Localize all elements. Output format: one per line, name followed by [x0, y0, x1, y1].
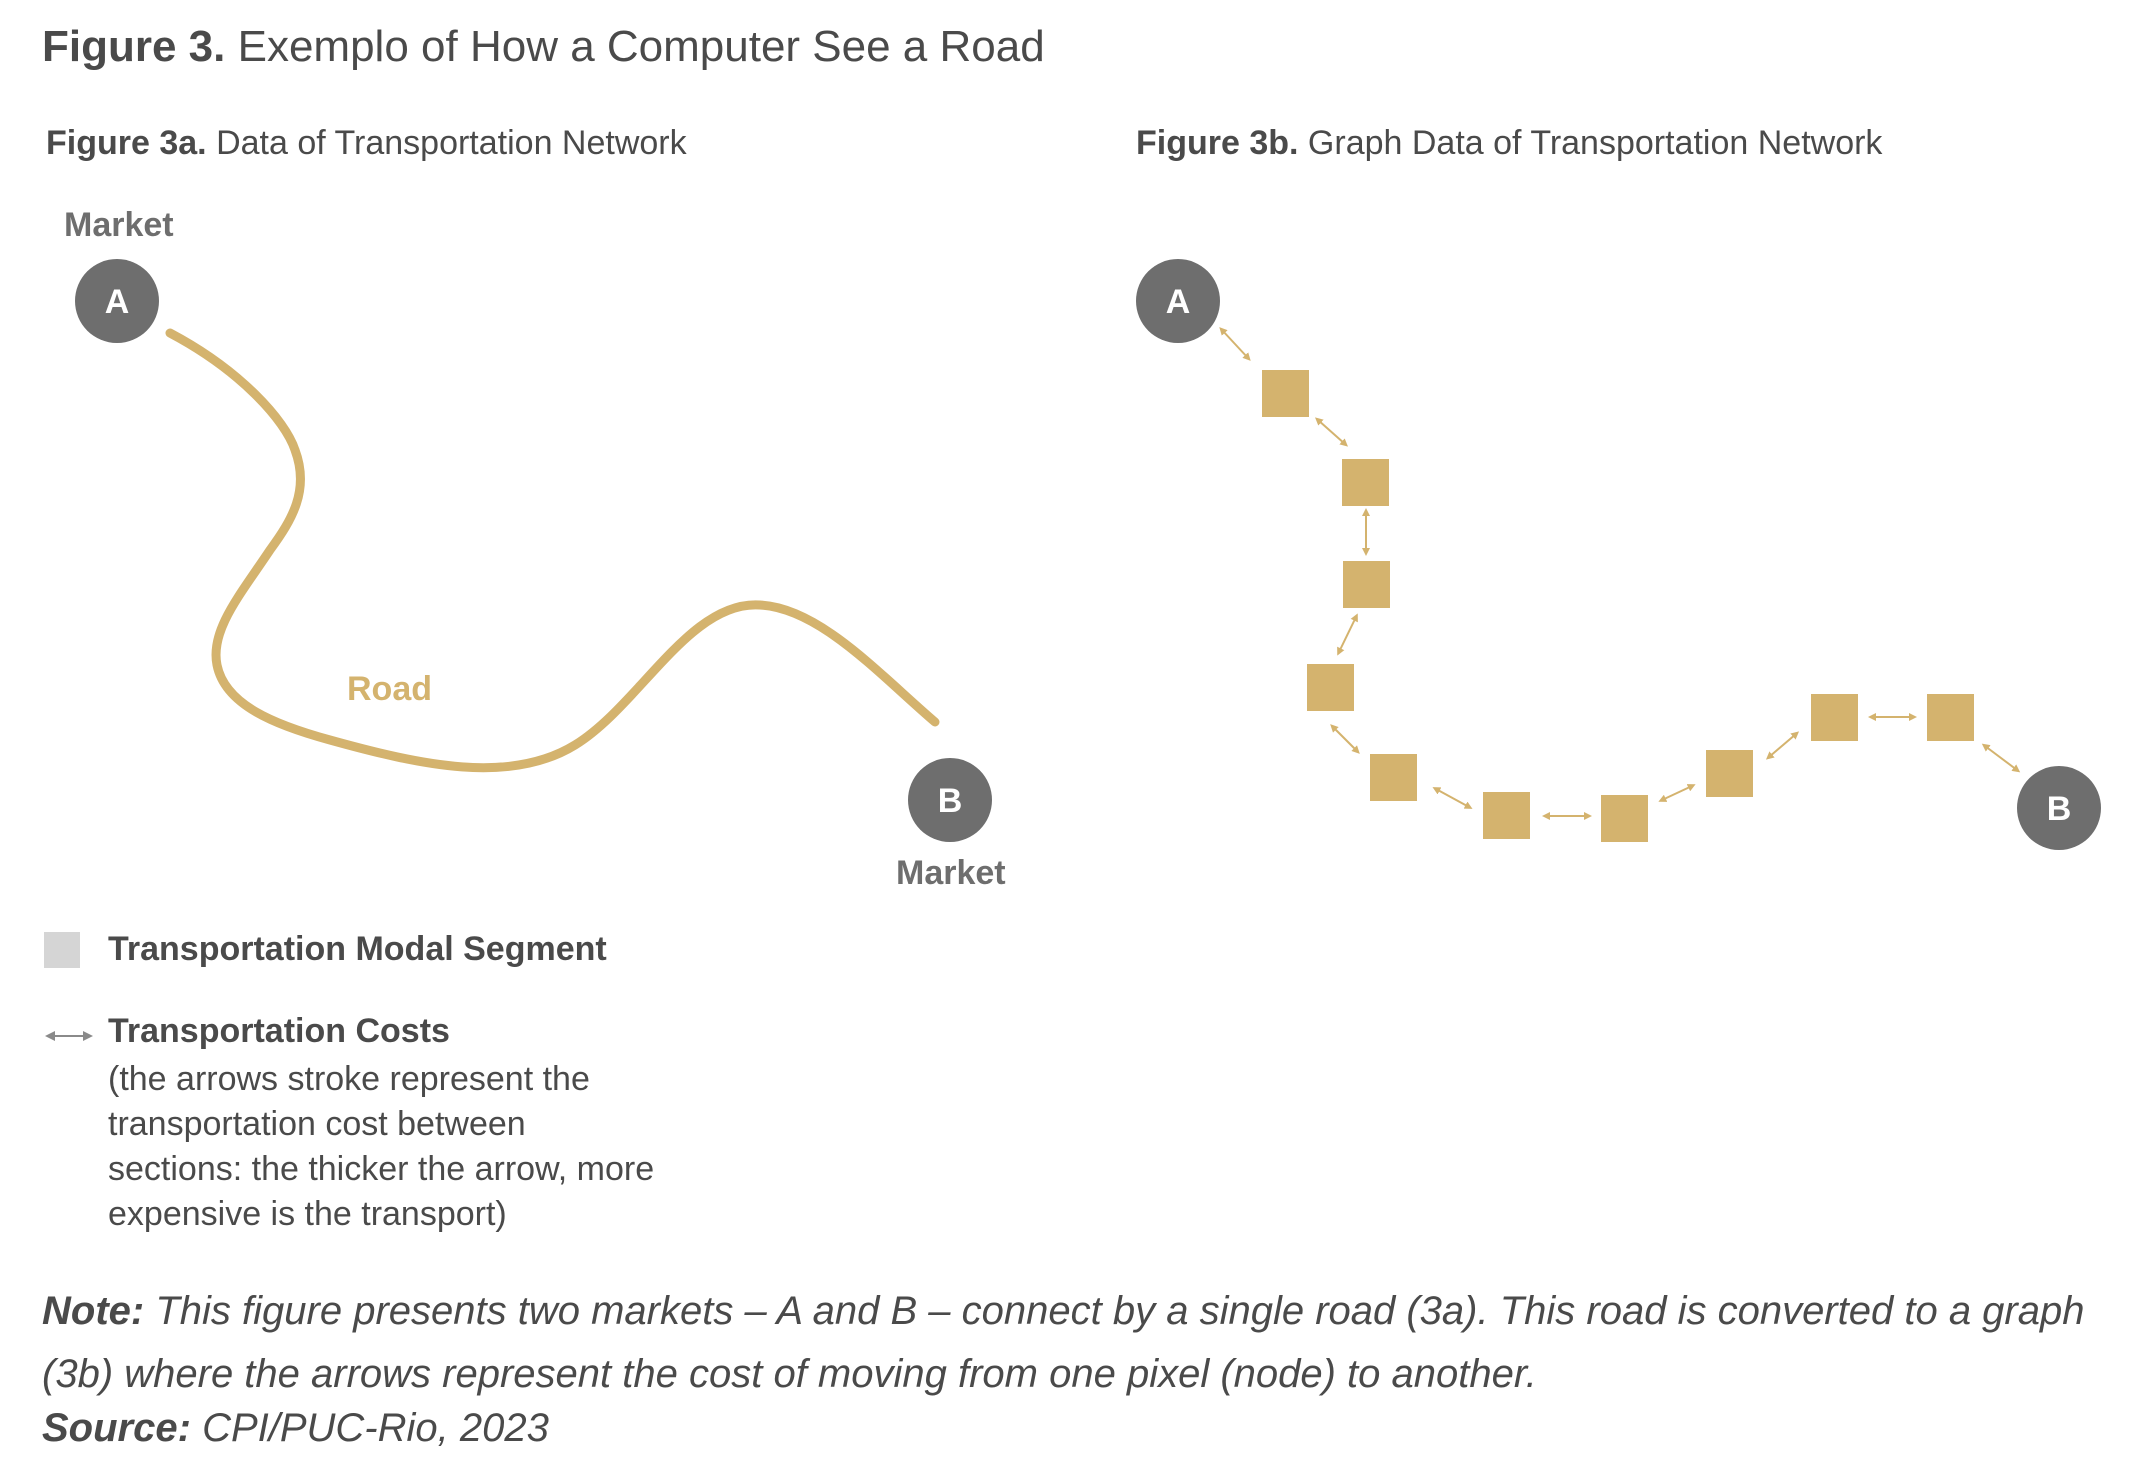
- panel-a-title-text: Data of Transportation Network: [216, 124, 687, 162]
- source-label: Source:: [42, 1406, 191, 1450]
- segment-square: [1342, 459, 1389, 506]
- double-arrow-icon: [45, 1031, 93, 1041]
- graph-node-b: B: [2017, 766, 2101, 850]
- cost-arrow: [1981, 743, 2021, 773]
- market-b-label: Market: [896, 854, 1006, 892]
- segment-square: [1343, 561, 1390, 608]
- segment-swatch-icon: [44, 931, 80, 968]
- segment-square: [1307, 664, 1354, 711]
- segment-square: [1601, 795, 1648, 842]
- diagram-canvas: Market Road A B Market A B: [64, 206, 2101, 892]
- figure-source: Source: CPI/PUC-Rio, 2023: [42, 1406, 549, 1451]
- node-b-label: B: [938, 782, 963, 820]
- panel-b-diagram: A B: [1136, 259, 2101, 850]
- cost-arrow: [1219, 327, 1251, 361]
- legend-segment: Transportation Modal Segment: [44, 930, 607, 969]
- graph-node-b-label: B: [2047, 790, 2072, 828]
- node-a: A: [75, 259, 159, 343]
- segment-square: [1370, 754, 1417, 801]
- panel-a-title-label: Figure 3a.: [46, 124, 207, 162]
- segment-square: [1927, 694, 1974, 741]
- cost-arrow: [1315, 417, 1348, 447]
- graph-node-a: A: [1136, 259, 1220, 343]
- source-text: CPI/PUC-Rio, 2023: [202, 1406, 549, 1450]
- cost-arrow: [1432, 787, 1473, 809]
- legend-costs-description: (the arrows stroke represent the transpo…: [108, 1060, 655, 1233]
- node-a-label: A: [105, 283, 130, 321]
- segment-square: [1811, 694, 1858, 741]
- panel-a-title: Figure 3a. Data of Transportation Networ…: [46, 124, 687, 163]
- figure-title: Figure 3. Exemplo of How a Computer See …: [42, 22, 1045, 72]
- legend-costs-title: Transportation Costs: [108, 1012, 450, 1050]
- segment-squares: [1262, 370, 1974, 842]
- market-a-label: Market: [64, 206, 174, 244]
- panel-b-title-label: Figure 3b.: [1136, 124, 1299, 162]
- segment-square: [1262, 370, 1309, 417]
- cost-arrow: [1658, 784, 1696, 802]
- segment-square: [1483, 792, 1530, 839]
- road-label: Road: [347, 670, 432, 708]
- note-label: Note:: [42, 1289, 145, 1333]
- panel-b-title-text: Graph Data of Transportation Network: [1307, 124, 1883, 162]
- figure-note: Note: This figure presents two markets –…: [42, 1280, 2102, 1406]
- graph-node-a-label: A: [1166, 283, 1191, 321]
- node-b: B: [908, 758, 992, 842]
- note-text: This figure presents two markets – A and…: [42, 1289, 2085, 1396]
- panel-b-title: Figure 3b. Graph Data of Transportation …: [1136, 124, 1882, 163]
- cost-arrow: [1337, 613, 1358, 656]
- segment-square: [1706, 750, 1753, 797]
- cost-arrows: [1219, 327, 2021, 820]
- figure-title-text: Exemplo of How a Computer See a Road: [237, 22, 1045, 71]
- cost-arrow: [1330, 724, 1360, 754]
- road-path: [165, 328, 940, 773]
- legend-segment-title: Transportation Modal Segment: [108, 930, 607, 968]
- cost-arrow: [1765, 731, 1800, 760]
- panel-a-diagram: Market Road A B Market: [64, 206, 1006, 892]
- figure-title-label: Figure 3.: [42, 22, 226, 71]
